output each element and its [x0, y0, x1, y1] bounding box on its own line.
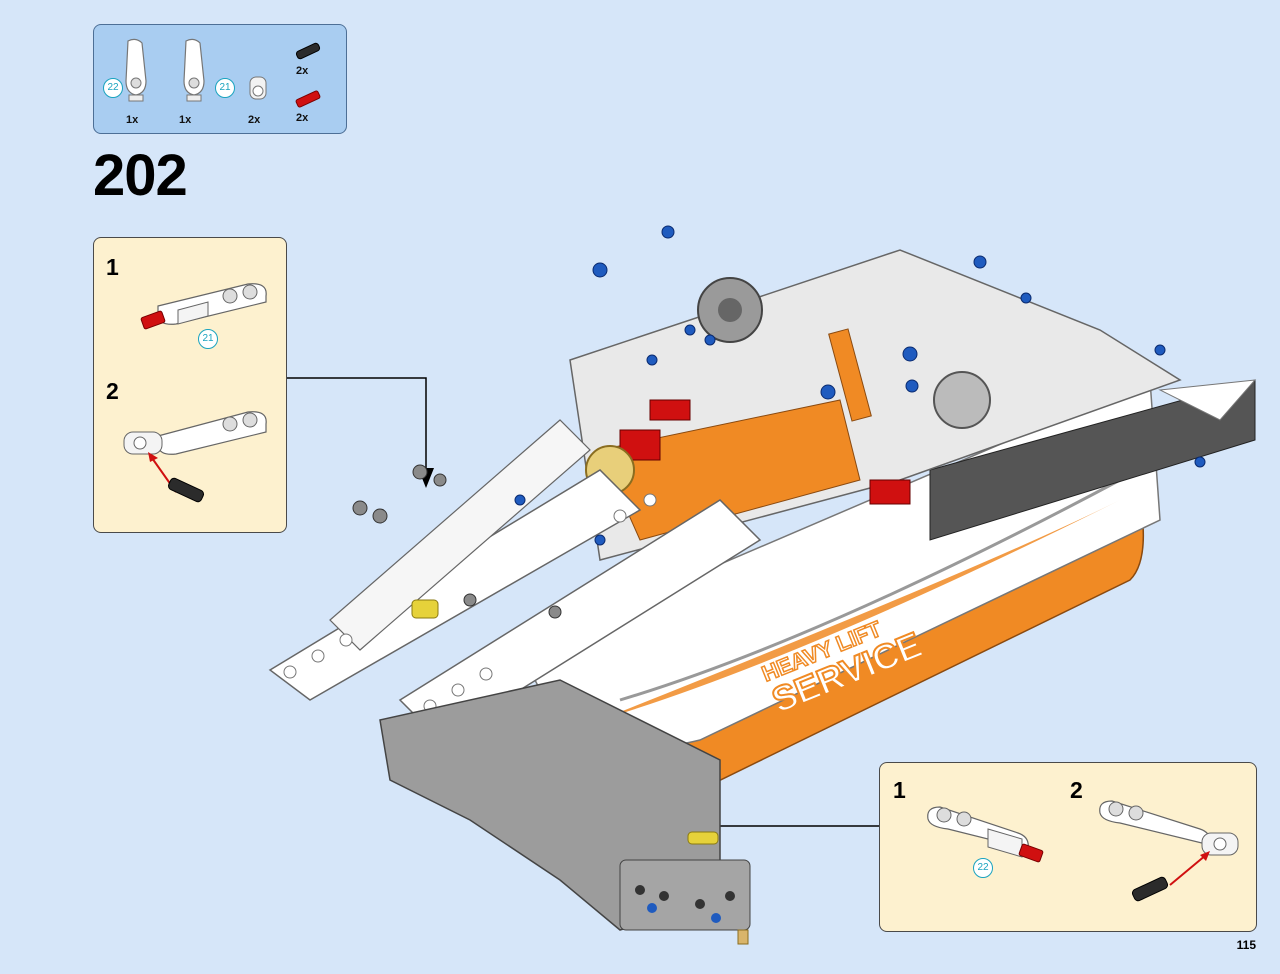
parts-list-box: 22 1x 21 1x 2x 2x 2x: [93, 24, 347, 134]
substep-number: 1: [106, 254, 119, 280]
part-callout: 22: [103, 78, 123, 98]
part-qty: 1x: [179, 114, 192, 126]
part-connector-icon: [125, 38, 147, 102]
substep-number: 1: [893, 777, 906, 803]
substep-box-right: 1 22 2: [879, 762, 1257, 932]
part-qty: 2x: [248, 114, 261, 126]
part-pin-red-icon: [295, 90, 321, 108]
substep-callout: 21: [198, 329, 218, 349]
part-qty: 2x: [296, 65, 309, 77]
part-pin-black-icon: [295, 42, 321, 60]
substep-assembly-icon: [123, 411, 267, 503]
part-callout: 21: [215, 78, 235, 98]
part-qty: 1x: [126, 114, 139, 126]
part-qty: 2x: [296, 112, 309, 124]
step-number: 202: [93, 143, 188, 208]
substep-callout: 22: [973, 858, 993, 878]
substep-assembly-icon: [140, 283, 267, 330]
substep-box-left: 1 21 2: [93, 237, 287, 533]
substep-number: 2: [106, 378, 119, 404]
page-number: 115: [1236, 938, 1256, 952]
substep-number: 2: [1070, 777, 1083, 803]
substep-assembly-icon: [1099, 800, 1239, 902]
substep-assembly-icon: [927, 806, 1044, 863]
part-joiner-icon: [249, 76, 267, 100]
part-connector-icon: [183, 38, 205, 102]
